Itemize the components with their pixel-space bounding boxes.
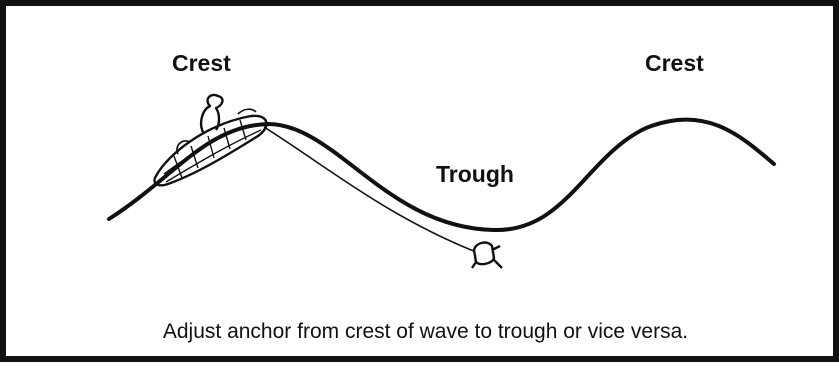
anchor-rope: [264, 127, 476, 252]
caption-text: Adjust anchor from crest of wave to trou…: [6, 320, 839, 344]
wave-anchor-diagram: [6, 6, 839, 368]
anchor-icon: [472, 243, 502, 268]
trough-label: Trough: [436, 161, 514, 188]
crest-right-label: Crest: [645, 50, 704, 77]
crest-left-label: Crest: [172, 50, 231, 77]
